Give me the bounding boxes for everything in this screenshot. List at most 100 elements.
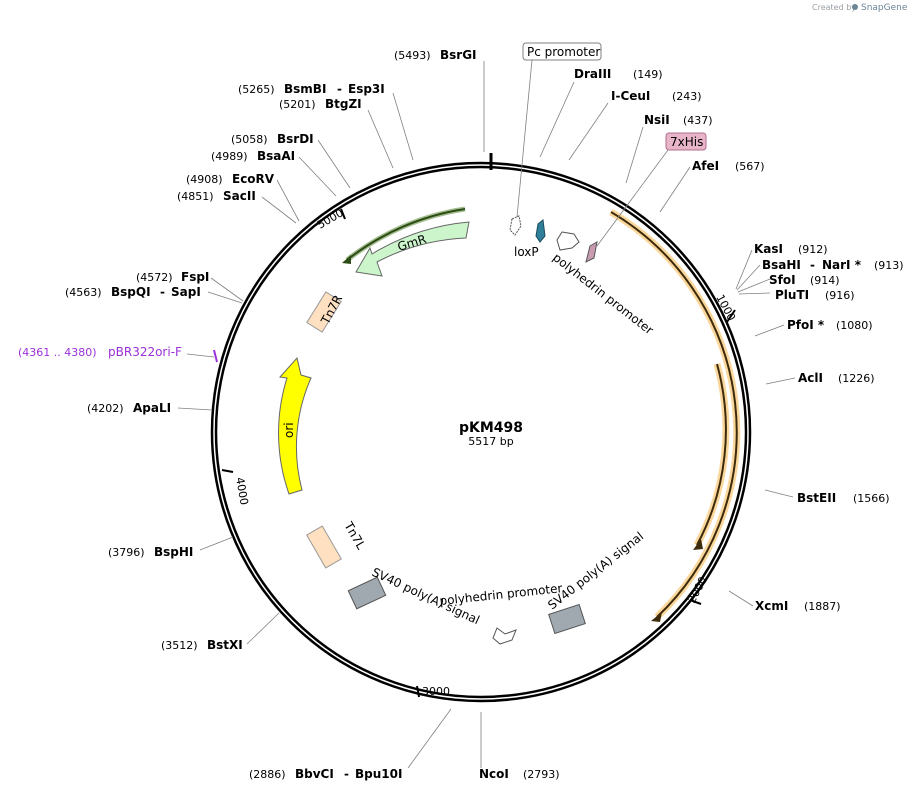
site-bbvci-pos: (2886) [249, 768, 286, 781]
loxp-label: loxP [514, 245, 539, 259]
site-bsphi: BspHI [154, 545, 193, 559]
tick-label-4000: 4000 [233, 476, 251, 506]
tn7l-label: Tn7L [341, 519, 368, 552]
site-pluti-pos: (916) [825, 289, 855, 302]
site-afei: AfeI [692, 159, 719, 173]
site-sacii-pos: (4851) [177, 190, 214, 203]
site-nari-pos: (913) [874, 259, 904, 272]
tick-3000 [416, 685, 420, 698]
backbone [210, 153, 752, 703]
site-iceui: I-CeuI [611, 89, 650, 103]
site-sep-bsahi: - [810, 258, 815, 272]
site-bsrdi-pos: (5058) [231, 133, 268, 146]
polyhedrin-promoter-bottom-label: polyhedrin promoter [439, 581, 563, 608]
sv40-right-label: SV40 poly(A) signal [545, 529, 646, 612]
site-sfoi: SfoI [769, 273, 796, 287]
site-xcmi: XcmI [755, 599, 788, 613]
primer-name: pBR322ori-F [108, 345, 182, 359]
site-btgzi: BtgZI [325, 97, 362, 111]
site-kasi: KasI [754, 242, 783, 256]
site-draiii: DraIII [574, 67, 611, 81]
site-xcmi-pos: (1887) [804, 600, 841, 613]
site-labels: (5493) BsrGI DraIII (149) I-CeuI (243) N… [65, 48, 904, 781]
polyhedrin-promoter-top-label: polyhedrin promoter [550, 250, 656, 337]
site-esp3i: Esp3I [348, 82, 385, 96]
orf-arrowhead-inner-icon [693, 539, 703, 550]
tick-1000 [726, 309, 736, 323]
site-apali-pos: (4202) [87, 402, 124, 415]
ori-label: ori [282, 422, 296, 438]
tick-5000 [340, 208, 346, 220]
site-bsmbi-pos: (5265) [238, 83, 275, 96]
primer-marker [213, 349, 218, 363]
site-draiii-pos: (149) [633, 68, 663, 81]
credit-prefix: Created by [812, 3, 856, 12]
site-bsteii-pos: (1566) [853, 492, 890, 505]
site-acli: AclI [798, 371, 823, 385]
site-ecorv: EcoRV [232, 172, 275, 186]
polyhedrin-promoter-bottom-feature [492, 627, 517, 645]
tn7r-feature [306, 291, 342, 333]
site-bsahi: BsaHI [762, 258, 801, 272]
tick-label-1000: 1000 [713, 292, 738, 323]
site-iceui-pos: (243) [672, 90, 702, 103]
site-bsaai-pos: (4989) [211, 150, 248, 163]
his-tag-box [665, 132, 707, 151]
site-apali: ApaLI [133, 401, 171, 415]
pc-promoter-feature [509, 215, 522, 236]
site-bspqi-pos: (4563) [65, 286, 102, 299]
loxp-feature [535, 219, 546, 243]
site-leaders [177, 61, 796, 769]
snapgene-logo-icon [852, 4, 858, 10]
site-bsrdi: BsrDI [277, 132, 314, 146]
site-bsmbi: BsmBI [284, 82, 326, 96]
gmr-label: GmR [396, 232, 428, 254]
sv40-right-feature [548, 603, 586, 635]
site-btgzi-pos: (5201) [279, 98, 316, 111]
tick-4000 [221, 469, 234, 473]
tn7l-feature [306, 525, 342, 569]
orf-arcs [609, 208, 741, 622]
site-acli-pos: (1226) [838, 372, 875, 385]
site-sep-bbvci: - [344, 767, 349, 781]
his-tag-label: 7xHis [670, 135, 703, 149]
orf-arrowhead-outer-icon [651, 612, 662, 622]
gmr-orf-arrowhead-icon [342, 255, 351, 264]
site-bstxi: BstXI [207, 638, 243, 652]
ori-feature [278, 356, 312, 495]
tick-label-3000: 3000 [422, 685, 450, 698]
site-pluti: PluTI [775, 288, 809, 302]
orf-arc-outer [610, 211, 738, 618]
site-ncoi: NcoI [479, 767, 509, 781]
site-pfoi: PfoI * [787, 318, 825, 332]
polyhedrin-promoter-top-feature [556, 231, 580, 251]
primer-range: (4361 .. 4380) [18, 346, 97, 359]
his-tag-feature [585, 241, 598, 263]
site-sfoi-pos: (914) [810, 274, 840, 287]
site-sep-bspqi: - [160, 285, 165, 299]
site-bsphi-pos: (3796) [108, 546, 145, 559]
plasmid-name: pKM498 [459, 420, 523, 436]
site-kasi-pos: (912) [798, 243, 828, 256]
site-ncoi-pos: (2793) [523, 768, 560, 781]
pc-promoter-box [522, 42, 602, 61]
gmr-orf-arc [346, 208, 466, 261]
site-nsii: NsiI [644, 113, 670, 127]
sv40-left-feature [347, 576, 387, 610]
site-afei-pos: (567) [735, 160, 765, 173]
site-bsrgi: BsrGI [440, 48, 477, 62]
site-bsaai: BsaAI [257, 149, 295, 163]
site-sacii: SacII [223, 189, 256, 203]
site-pfoi-pos: (1080) [836, 319, 873, 332]
gmr-feature [355, 221, 470, 277]
site-bsrgi-pos: (5493) [394, 49, 431, 62]
tick-2000 [689, 599, 702, 605]
credit-brand: SnapGene [861, 3, 908, 13]
site-bstxi-pos: (3512) [161, 639, 198, 652]
orf-arc-inner [696, 363, 727, 546]
site-bsteii: BstEII [797, 491, 836, 505]
site-nari: NarI * [822, 258, 862, 272]
site-bpu10i: Bpu10I [355, 767, 402, 781]
site-bspqi: BspQI [111, 285, 151, 299]
site-nsii-pos: (437) [683, 114, 713, 127]
